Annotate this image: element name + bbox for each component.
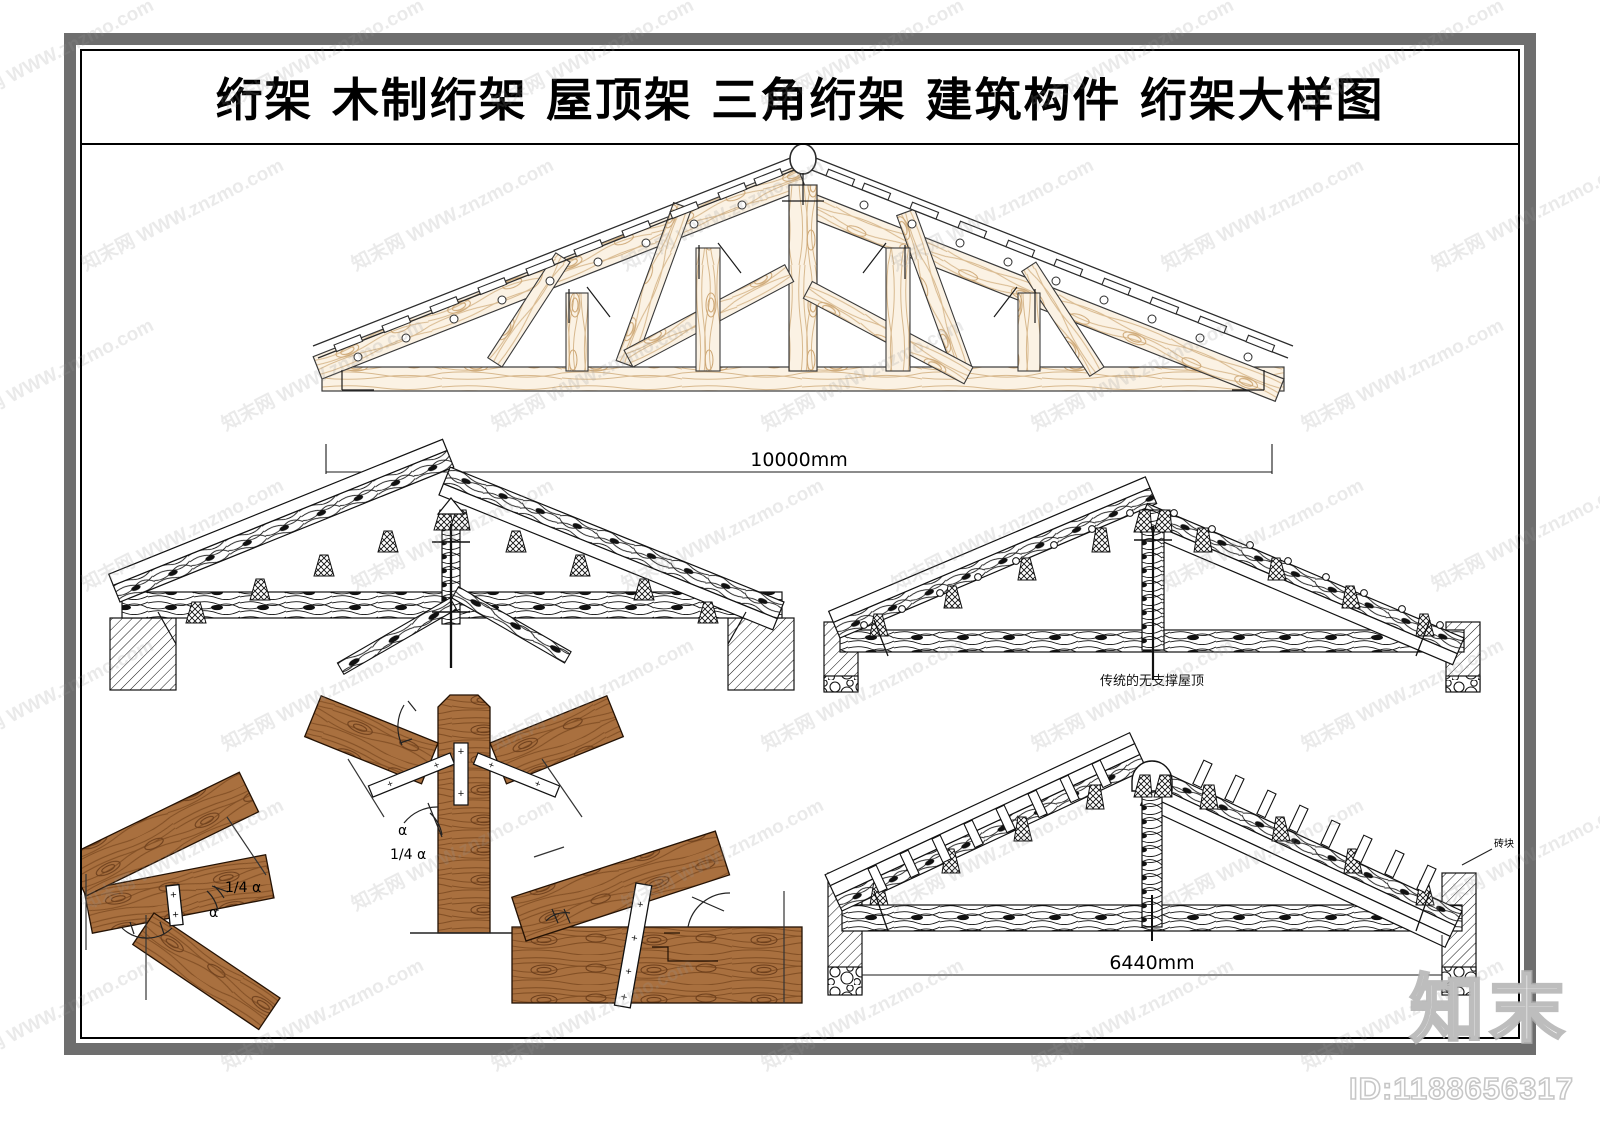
svg-text:+: + — [533, 778, 543, 790]
mid-right-geometry — [823, 476, 1481, 693]
title-band: 绗架 木制绗架 屋顶架 三角绗架 建筑构件 绗架大样图 — [82, 51, 1518, 145]
joint3-geometry: + + + + — [510, 830, 803, 1009]
svg-text:+: + — [172, 909, 180, 922]
joint1-label-alpha: α — [209, 905, 218, 921]
figure-joint-detail-1: + + — [82, 771, 281, 1031]
joint1-label-quarter-alpha: 1/4 α — [225, 880, 261, 896]
figure-mid-right-section — [823, 476, 1481, 693]
svg-text:+: + — [432, 760, 442, 772]
svg-text:+: + — [386, 778, 396, 790]
joint2-label-alpha: α — [398, 823, 407, 839]
svg-text:+: + — [636, 899, 644, 912]
dimension-label-10000: 10000mm — [750, 449, 847, 471]
joint2-label-quarter-alpha: 1/4 α — [390, 847, 426, 863]
figure-joint-detail-2: + + + + + + — [303, 694, 625, 934]
svg-text:+: + — [620, 991, 628, 1004]
svg-text:+: + — [624, 966, 632, 979]
joint2-geometry: + + + + + + — [303, 694, 625, 934]
drawing-canvas: 10000mm — [82, 145, 1518, 1037]
mid-left-geometry — [107, 438, 795, 691]
id-watermark: ID:1188656317 — [1348, 1070, 1574, 1107]
svg-text:+: + — [486, 760, 496, 772]
figure-top-dimension: 10000mm — [325, 444, 1273, 474]
page-title: 绗架 木制绗架 屋顶架 三角绗架 建筑构件 绗架大样图 — [215, 73, 1385, 127]
bottom-right-geometry: 砖块 6440mm — [824, 731, 1514, 996]
svg-text:+: + — [630, 932, 638, 945]
mid-right-caption: 传统的无支撑屋顶 — [1099, 674, 1204, 689]
figure-bottom-right-section: 砖块 6440mm — [824, 731, 1514, 996]
bottom-right-leader-label: 砖块 — [1494, 837, 1514, 850]
svg-text:+: + — [458, 746, 464, 758]
figure-top-truss — [312, 145, 1294, 403]
figure-mid-left-section — [107, 438, 795, 691]
dimension-label-6440: 6440mm — [1109, 952, 1194, 974]
svg-text:+: + — [170, 889, 178, 902]
figure-joint-detail-3: + + + + — [510, 830, 803, 1009]
joint1-geometry: + + — [82, 771, 281, 1031]
svg-text:+: + — [458, 788, 464, 800]
top-truss-geometry — [312, 145, 1294, 403]
